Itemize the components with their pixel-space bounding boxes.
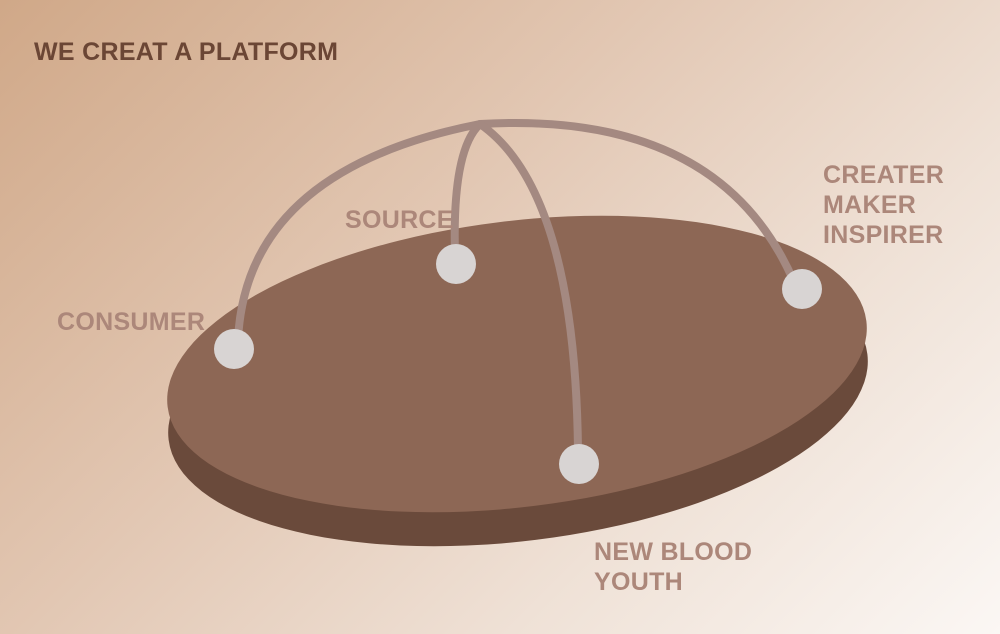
label-creator: CREATER MAKER INSPIRER	[823, 161, 945, 249]
platform-top	[167, 215, 867, 513]
label-source: SOURCE	[345, 206, 454, 234]
node-source	[436, 244, 476, 284]
arc-source	[450, 120, 484, 259]
label-new-blood: NEW BLOOD YOUTH	[594, 538, 753, 596]
node-consumer	[214, 329, 254, 369]
arc-new-blood	[476, 120, 582, 454]
node-new-blood	[559, 444, 599, 484]
label-consumer: CONSUMER	[57, 308, 206, 336]
connection-arcs	[234, 119, 798, 454]
node-creator	[782, 269, 822, 309]
page-title: WE CREAT A PLATFORM	[34, 38, 339, 66]
